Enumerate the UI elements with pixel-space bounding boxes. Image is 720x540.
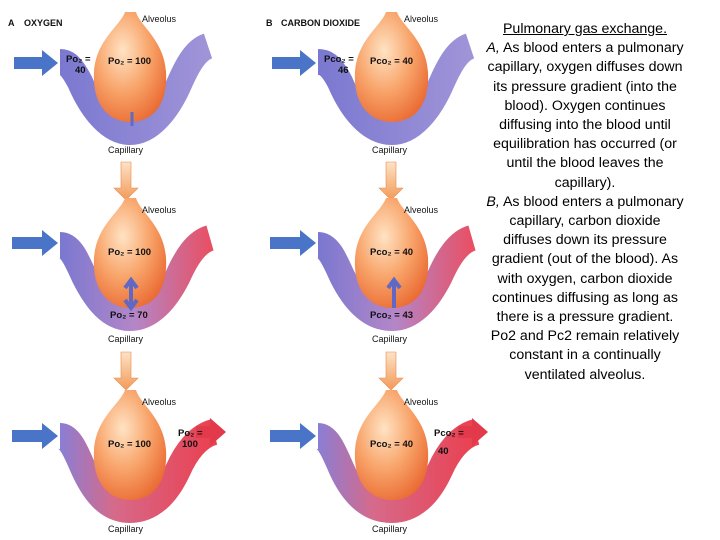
alveolus xyxy=(93,12,167,122)
capillary xyxy=(315,225,477,332)
alveolus xyxy=(93,198,167,308)
caption-part-a-text: As blood enters a pulmonary capillary, o… xyxy=(487,40,684,191)
alveolus xyxy=(354,198,429,308)
capillary-label: Capillary xyxy=(108,524,144,534)
oxygen-stage-2: Alveolus Po₂ = 100 Po₂ = 70 Capillary xyxy=(12,198,215,344)
capillary xyxy=(58,33,214,146)
alveolus-label: Alveolus xyxy=(142,205,177,215)
capillary-label: Capillary xyxy=(108,145,144,155)
panel-b-title: CARBON DIOXIDE xyxy=(281,18,360,28)
caption-part-b: B, As blood enters a pulmonary capillary… xyxy=(485,193,685,385)
capillary xyxy=(317,33,476,146)
alveolus-label: Alveolus xyxy=(404,397,439,407)
capillary-in-pco2: Pco₂ =46 xyxy=(324,54,354,76)
alveolar-po2: Po₂ = 100 xyxy=(108,247,151,258)
capillary-label: Capillary xyxy=(372,334,408,344)
oxygen-stage-1: Alveolus Po₂ = 100 Po₂ =40 Capillary xyxy=(14,12,214,155)
capillary xyxy=(57,225,215,332)
alveolus xyxy=(93,390,167,500)
co2-stage-2: Alveolus Pco₂ = 40 Pco₂ = 43 Capillary xyxy=(270,198,477,344)
panel-a-title: OXYGEN xyxy=(24,18,63,28)
alveolar-pco2: Pco₂ = 40 xyxy=(370,439,413,450)
capillary-label: Capillary xyxy=(372,145,408,155)
capillary-pco2: Pco₂ = 43 xyxy=(370,310,413,321)
capillary-label: Capillary xyxy=(108,334,144,344)
co2-diffusion-arrow xyxy=(386,276,402,308)
blood-inflow-arrow xyxy=(270,230,316,256)
oxygen-stage-3: Alveolus Po₂ = 100 Po₂ =100 Capillary xyxy=(12,390,226,534)
caption-part-b-lead: B, xyxy=(486,193,500,210)
caption-part-a: A, As blood enters a pulmonary capillary… xyxy=(485,39,685,193)
capillary-po2: Po₂ = 70 xyxy=(110,310,148,321)
co2-stage-3: Alveolus Pco₂ = 40 Pco₂ =40 Capillary xyxy=(270,390,488,534)
alveolus-label: Alveolus xyxy=(142,397,177,407)
capillary-out-po2: Po₂ =100 xyxy=(178,428,203,450)
co2-stage-1: Alveolus Pco₂ = 40 Pco₂ =46 Capillary xyxy=(272,12,476,155)
panel-a-letter: A xyxy=(8,18,15,28)
alveolus-label: Alveolus xyxy=(142,14,177,24)
blood-inflow-arrow xyxy=(270,423,316,449)
caption-part-b-text: As blood enters a pulmonary capillary, c… xyxy=(490,193,684,383)
stage-transition-arrow xyxy=(378,161,404,201)
capillary-label: Capillary xyxy=(372,524,408,534)
alveolus-label: Alveolus xyxy=(404,205,439,215)
panel-a-header: A OXYGEN xyxy=(8,18,63,28)
stage-transition-arrow xyxy=(113,351,139,391)
panel-b-letter: B xyxy=(266,18,273,28)
alveolar-pco2: Pco₂ = 40 xyxy=(370,56,413,67)
stage-transition-arrow xyxy=(378,351,404,391)
capillary-out-pco2: Pco₂ =40 xyxy=(434,428,464,457)
figure-caption: Pulmonary gas exchange. A, As blood ente… xyxy=(485,20,685,385)
alveolar-po2: Po₂ = 100 xyxy=(108,56,151,67)
blood-inflow-arrow xyxy=(14,50,58,76)
alveolar-po2: Po₂ = 100 xyxy=(108,439,151,450)
capillary xyxy=(56,419,219,524)
caption-title: Pulmonary gas exchange. xyxy=(502,21,668,37)
panel-b-header: B CARBON DIOXIDE xyxy=(266,18,360,28)
alveolus xyxy=(354,12,429,122)
alveolar-pco2: Pco₂ = 40 xyxy=(370,247,413,258)
blood-inflow-arrow xyxy=(12,230,58,256)
gas-exchange-diagram: A OXYGEN B CARBON DIOXIDE Alveolus Po₂ =… xyxy=(8,12,488,534)
blood-inflow-arrow xyxy=(272,50,316,76)
o2-diffusion-arrow xyxy=(123,276,139,312)
blood-outflow-arrow xyxy=(196,418,226,446)
blood-outflow-arrow xyxy=(458,418,488,446)
caption-part-a-lead: A, xyxy=(486,40,500,57)
capillary xyxy=(314,419,481,524)
capillary-in-po2: Po₂ =40 xyxy=(66,54,91,76)
alveolus-label: Alveolus xyxy=(404,14,439,24)
alveolus xyxy=(354,390,429,500)
blood-inflow-arrow xyxy=(12,423,58,449)
stage-transition-arrow xyxy=(113,161,139,201)
